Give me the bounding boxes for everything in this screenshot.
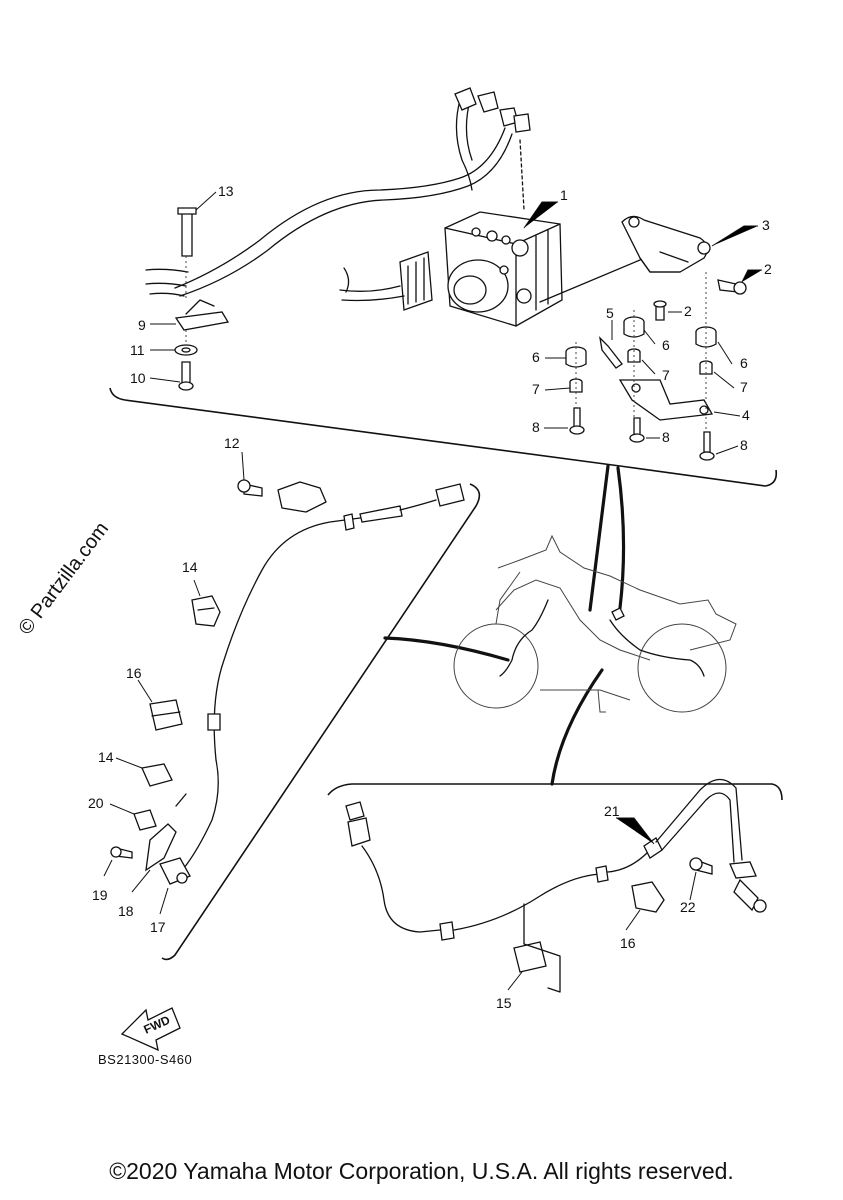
callout-7b: 7: [662, 367, 670, 383]
callout-11: 11: [130, 342, 145, 358]
callout-12: 12: [224, 435, 240, 451]
callout-8b: 8: [662, 429, 670, 445]
bracket-assembly: [539, 215, 747, 461]
top-section-outline: [109, 387, 778, 487]
motorcycle-silhouette: [453, 534, 737, 713]
callout-13: 13: [218, 183, 234, 199]
callout-3: 3: [762, 217, 770, 233]
callout-7c: 7: [740, 379, 748, 395]
callout-8a: 8: [532, 419, 540, 435]
callout-7a: 7: [532, 381, 540, 397]
callout-16a: 16: [126, 665, 142, 681]
rear-wheel-sensor: [345, 778, 767, 993]
connector-top-left: [588, 464, 610, 612]
abs-hydraulic-unit: [339, 211, 563, 327]
callout-14b: 14: [98, 749, 114, 765]
partzilla-watermark: © Partzilla.com: [14, 518, 113, 639]
leader-lines: [103, 191, 762, 991]
left-section-outline: [161, 483, 481, 961]
hose-clamp-group: [174, 207, 230, 391]
callout-labels: 1 3 2 2 5 6 6 6 7 7 7 4 8 8 8 13 9 11 10…: [88, 183, 772, 1011]
callout-20: 20: [88, 795, 104, 811]
callout-9: 9: [138, 317, 146, 333]
callout-17: 17: [150, 919, 166, 935]
connector-rear: [550, 668, 604, 786]
callout-19: 19: [92, 887, 108, 903]
callout-8c: 8: [740, 437, 748, 453]
connector-top-right: [616, 466, 626, 610]
front-wheel-sensor: [110, 479, 465, 885]
callout-15: 15: [496, 995, 512, 1011]
callout-2a: 2: [764, 261, 772, 277]
callout-1: 1: [560, 187, 568, 203]
rear-section-outline: [327, 783, 783, 801]
callout-2b: 2: [684, 303, 692, 319]
callout-6a: 6: [532, 349, 540, 365]
connector-front: [383, 636, 510, 662]
callout-6b: 6: [662, 337, 670, 353]
callout-5: 5: [606, 305, 614, 321]
fwd-arrow-icon: FWD: [120, 1007, 181, 1052]
callout-14a: 14: [182, 559, 198, 575]
callout-18: 18: [118, 903, 134, 919]
callout-10: 10: [130, 370, 146, 386]
callout-21: 21: [604, 803, 620, 819]
callout-16b: 16: [620, 935, 636, 951]
brake-hoses: [145, 87, 531, 297]
callout-22: 22: [680, 899, 696, 915]
copyright-notice: ©2020 Yamaha Motor Corporation, U.S.A. A…: [109, 1158, 734, 1184]
callout-6c: 6: [740, 355, 748, 371]
diagram-code: BS21300-S460: [98, 1052, 192, 1067]
callout-4: 4: [742, 407, 750, 423]
